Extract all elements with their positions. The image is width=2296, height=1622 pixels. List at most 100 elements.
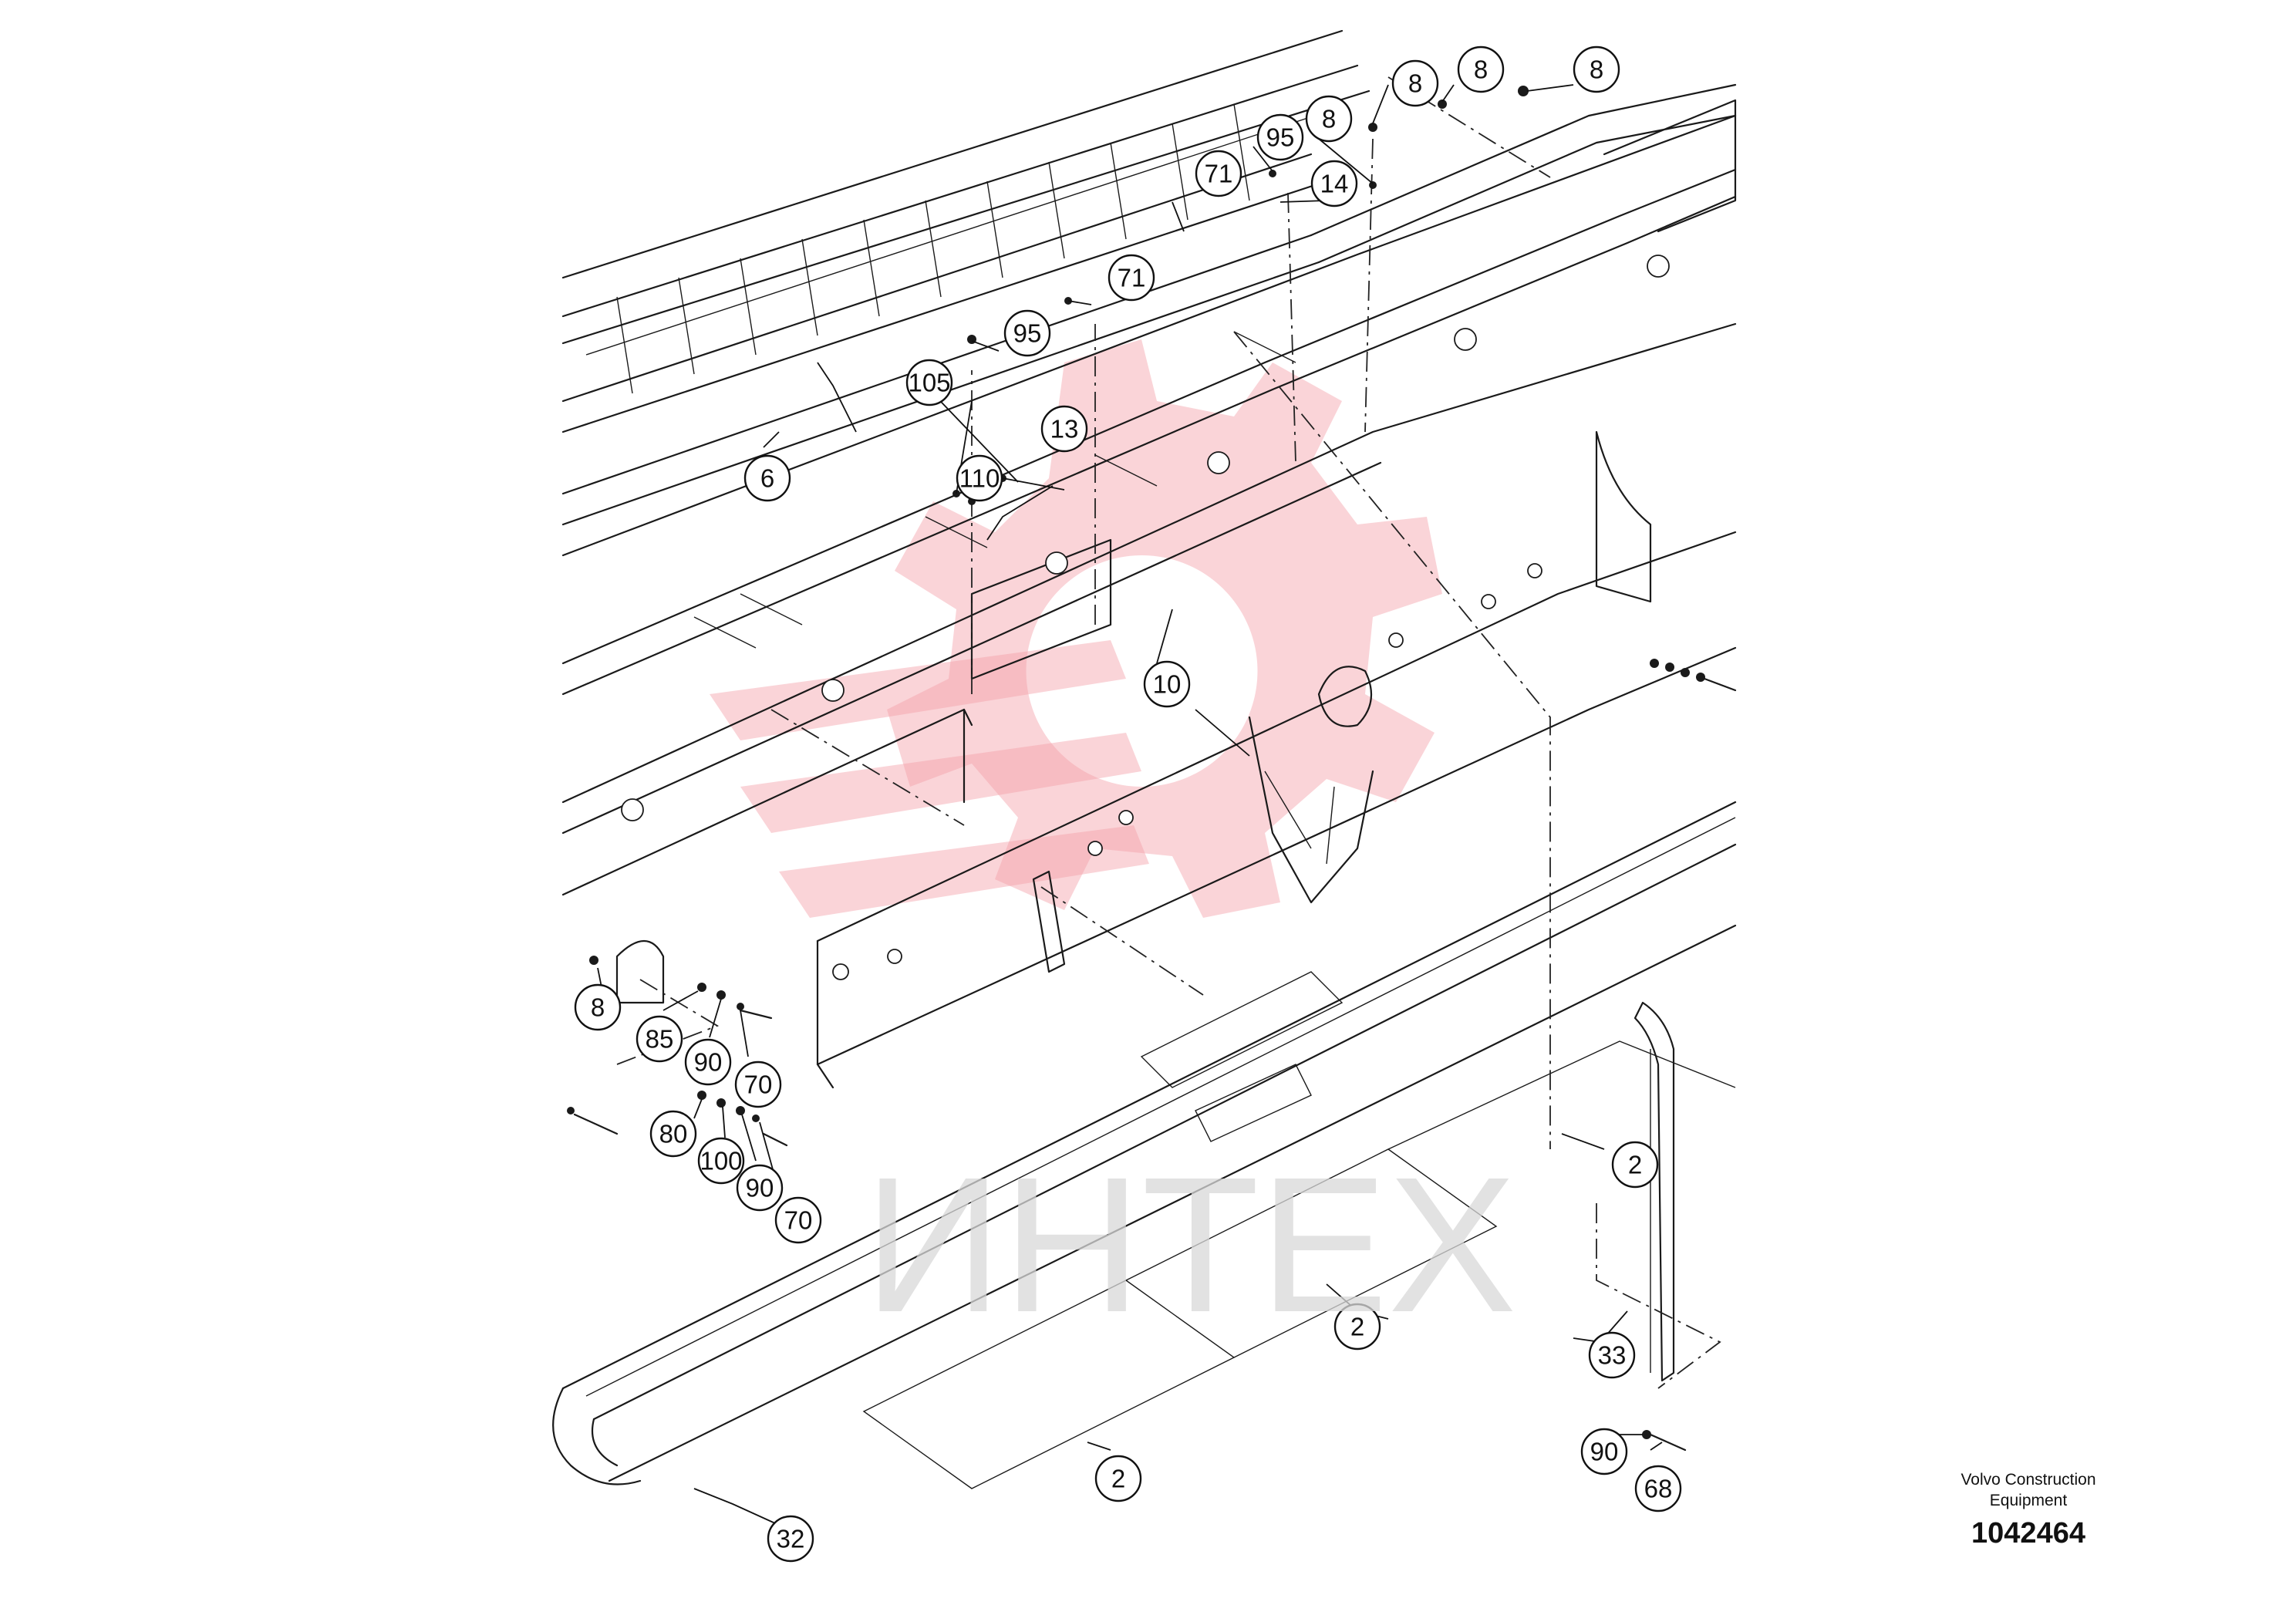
callout-8: 8 (1573, 46, 1620, 93)
callout-circle (1310, 160, 1358, 207)
callout-circle (649, 1110, 697, 1158)
callout-circle (1108, 254, 1155, 302)
callout-circle (1305, 95, 1353, 143)
callout-85: 85 (636, 1015, 683, 1063)
callout-label: 10 (1153, 670, 1182, 699)
callout-circle (1457, 46, 1505, 93)
callout-8: 8 (1305, 95, 1353, 143)
callout-circle (684, 1038, 732, 1086)
leader-lines (597, 84, 1663, 1524)
callout-label: 90 (694, 1048, 723, 1077)
callout-circle (956, 454, 1003, 502)
conveyor-belt (552, 801, 1737, 1485)
walkway-grating (561, 29, 1371, 433)
callout-2: 2 (1094, 1455, 1142, 1502)
callout-circle (905, 359, 953, 406)
callout-circle (636, 1015, 683, 1063)
callout-10: 10 (1143, 660, 1191, 708)
callout-label: 70 (744, 1071, 773, 1099)
callout-label: 14 (1320, 170, 1349, 198)
callout-circle (1588, 1331, 1636, 1379)
callout-circle (736, 1164, 784, 1212)
callout-circle (743, 454, 791, 502)
callout-label: 32 (777, 1525, 805, 1553)
callout-8: 8 (1391, 59, 1439, 107)
callout-label: 90 (1590, 1438, 1619, 1466)
callout-label: 95 (1013, 319, 1042, 348)
callout-label: 8 (1474, 56, 1488, 84)
brand-name-line2: Equipment (1989, 1492, 2068, 1509)
callout-circle (774, 1196, 822, 1244)
callout-circle (1580, 1428, 1628, 1475)
callout-70: 70 (774, 1196, 822, 1244)
callout-33: 33 (1588, 1331, 1636, 1379)
callout-71: 71 (1195, 150, 1242, 197)
callout-label: 100 (700, 1147, 742, 1175)
callout-6: 6 (743, 454, 791, 502)
callout-label: 2 (1628, 1151, 1642, 1179)
callout-circle (1573, 46, 1620, 93)
callout-circle (1143, 660, 1191, 708)
callout-label: 110 (959, 464, 1000, 493)
callout-label: 33 (1598, 1341, 1627, 1370)
callout-label: 6 (760, 464, 774, 493)
callout-95: 95 (1003, 309, 1051, 357)
callout-circle (1003, 309, 1051, 357)
callout-label: 71 (1205, 160, 1233, 188)
callout-circle (1094, 1455, 1142, 1502)
callout-label: 2 (1350, 1313, 1364, 1341)
callout-circle (734, 1061, 782, 1108)
callout-label: 2 (1111, 1465, 1125, 1493)
callout-label: 71 (1118, 264, 1146, 292)
document-number: 1042464 (1971, 1517, 2085, 1549)
callout-label: 105 (908, 369, 950, 397)
callout-label: 8 (1408, 69, 1422, 98)
watermark-text: ИНТЕХ (864, 1137, 1516, 1352)
brand-name-line1: Volvo Construction (1961, 1471, 2096, 1489)
callout-80: 80 (649, 1110, 697, 1158)
callout-circle (1611, 1141, 1659, 1189)
callout-label: 8 (1590, 56, 1603, 84)
callout-label: 95 (1266, 123, 1295, 152)
callout-32: 32 (767, 1515, 814, 1563)
callout-95: 95 (1256, 113, 1304, 161)
callout-8: 8 (1457, 46, 1505, 93)
callout-90: 90 (1580, 1428, 1628, 1475)
callout-13: 13 (1040, 405, 1088, 453)
callout-14: 14 (1310, 160, 1358, 207)
callout-circle (1040, 405, 1088, 453)
callout-90: 90 (684, 1038, 732, 1086)
callout-circle (1256, 113, 1304, 161)
guard-panels (862, 971, 1736, 1489)
callout-2: 2 (1611, 1141, 1659, 1189)
callout-68: 68 (1634, 1465, 1682, 1512)
callout-105: 105 (905, 359, 953, 406)
callout-label: 80 (659, 1120, 688, 1148)
vertical-support-bracket (1633, 1001, 1675, 1382)
callout-label: 70 (784, 1206, 813, 1235)
callout-circle (1391, 59, 1439, 107)
callout-110: 110 (956, 454, 1003, 502)
brand-block: Volvo Construction Equipment 1042464 (1882, 1469, 2175, 1550)
callout-label: 90 (746, 1174, 774, 1202)
callout-label: 8 (1322, 105, 1336, 133)
callout-circle (697, 1137, 745, 1185)
callout-circle (767, 1515, 814, 1563)
callout-90: 90 (736, 1164, 784, 1212)
callout-circle (1195, 150, 1242, 197)
callout-71: 71 (1108, 254, 1155, 302)
callout-circle (1634, 1465, 1682, 1512)
callout-label: 68 (1644, 1475, 1673, 1503)
callout-label: 13 (1050, 415, 1079, 443)
fasteners (567, 86, 1737, 1452)
callout-8: 8 (574, 983, 622, 1031)
callout-2: 2 (1333, 1303, 1381, 1351)
callout-70: 70 (734, 1061, 782, 1108)
callout-100: 100 (697, 1137, 745, 1185)
callout-label: 85 (646, 1025, 674, 1054)
callout-label: 8 (591, 993, 605, 1022)
callout-circle (1333, 1303, 1381, 1351)
callout-circle (574, 983, 622, 1031)
